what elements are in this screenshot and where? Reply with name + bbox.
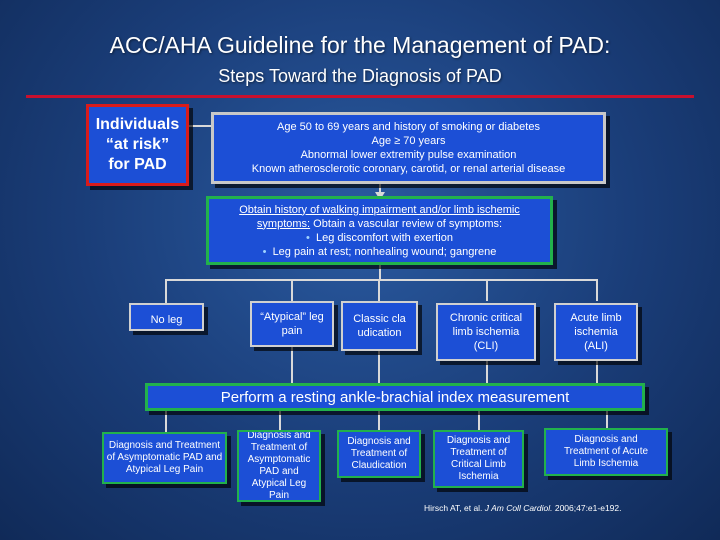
- outcome-label: Diagnosis and Treatment of Asymptomatic …: [106, 440, 223, 475]
- slide-title: ACC/AHA Guideline for the Management of …: [109, 32, 611, 58]
- connector-drop-4: [486, 279, 488, 301]
- history-review-text: Obtain a vascular review of symptoms:: [310, 217, 503, 230]
- at-risk-box: Individuals “at risk” for PAD: [86, 104, 189, 186]
- outcome-label: Diagnosis and Treatment of Asymptomatic …: [247, 430, 311, 501]
- history-line-2: symptoms: Obtain a vascular review of sy…: [257, 217, 502, 231]
- presentation-no-leg-pain: No leg pain: [129, 303, 204, 331]
- history-symptoms-label: symptoms:: [256, 217, 311, 230]
- connector-abi-to-outcome-5: [606, 410, 608, 428]
- presentation-label: Chronic critical limb ischemia (CLI): [449, 312, 523, 352]
- outcome-acute-limb-ischemia: Diagnosis and Treatment of Acute Limb Is…: [544, 428, 668, 476]
- connector-drop-5: [596, 279, 598, 301]
- presentation-label: Acute limb ischemia (ALI): [570, 312, 622, 352]
- connector-criteria-to-history: [379, 184, 381, 194]
- connector-to-abi-3: [486, 361, 488, 383]
- presentation-classic-claudication: Classic claudication: [341, 301, 418, 351]
- presentation-label: Classic claudication: [353, 313, 406, 339]
- presentation-label: No leg pain: [150, 314, 183, 329]
- title-divider: [26, 95, 694, 98]
- risk-criterion: Age 50 to 69 years and history of smokin…: [277, 121, 540, 133]
- connector-to-abi-4: [596, 361, 598, 383]
- citation-authors: Hirsch AT, et al.: [424, 503, 485, 513]
- bullet-icon: •: [262, 245, 273, 258]
- citation-details: 2006;47:e1-e192.: [552, 503, 622, 513]
- presentation-atypical-leg-pain: “Atypical” leg pain: [250, 301, 334, 347]
- slide-subtitle: Steps Toward the Diagnosis of PAD: [218, 66, 502, 86]
- presentation-acute-ali: Acute limb ischemia (ALI): [554, 303, 638, 361]
- history-line-1: Obtain history of walking impairment and…: [239, 203, 520, 216]
- bullet-icon: •: [306, 231, 316, 244]
- outcome-claudication: Diagnosis and Treatment of Claudication: [337, 430, 421, 478]
- at-risk-line-3: for PAD: [108, 156, 167, 173]
- risk-criterion: Known atherosclerotic coronary, carotid,…: [251, 163, 566, 175]
- connector-abi-to-outcome-2: [279, 410, 281, 430]
- outcome-label: Diagnosis and Treatment of Critical Limb…: [446, 435, 511, 482]
- history-bullet-text: Leg discomfort with exertion: [316, 231, 453, 244]
- connector-abi-to-outcome-1: [165, 410, 167, 432]
- connector-to-abi-1: [291, 347, 293, 383]
- risk-criteria-box: Age 50 to 69 years and history of smokin…: [211, 112, 606, 184]
- presentation-chronic-cli: Chronic critical limb ischemia (CLI): [436, 303, 536, 361]
- outcome-label: Diagnosis and Treatment of Claudication: [347, 436, 411, 471]
- outcome-critical-limb-ischemia: Diagnosis and Treatment of Critical Limb…: [433, 430, 524, 488]
- connector-to-abi-2: [378, 351, 380, 383]
- connector-risk-to-criteria: [189, 125, 211, 127]
- connector-abi-to-outcome-4: [478, 410, 480, 430]
- outcome-asymptomatic-atypical-2: Diagnosis and Treatment of Asymptomatic …: [237, 430, 321, 502]
- citation-journal: J Am Coll Cardiol.: [484, 503, 553, 513]
- presentation-label: “Atypical” leg pain: [260, 311, 324, 337]
- connector-history-branch: [379, 265, 381, 279]
- at-risk-line-1: Individuals: [95, 116, 180, 133]
- risk-criterion: Age ≥ 70 years: [371, 135, 446, 147]
- connector-drop-3: [378, 279, 380, 301]
- history-box: Obtain history of walking impairment and…: [206, 196, 553, 265]
- connector-abi-to-outcome-3: [378, 410, 380, 430]
- connector-drop-1: [165, 279, 167, 303]
- connector-drop-2: [291, 279, 293, 301]
- citation: Hirsch AT, et al. J Am Coll Cardiol. 200…: [424, 503, 684, 513]
- at-risk-line-2: “at risk”: [105, 136, 170, 153]
- connector-presentation-bar: [165, 279, 596, 281]
- history-bullet: • Leg pain at rest; nonhealing wound; ga…: [263, 245, 497, 259]
- abi-box: Perform a resting ankle-brachial index m…: [145, 383, 645, 411]
- outcome-label: Diagnosis and Treatment of Acute Limb Is…: [563, 434, 649, 469]
- risk-criterion: Abnormal lower extremity pulse examinati…: [300, 149, 517, 161]
- abi-label: Perform a resting ankle-brachial index m…: [220, 388, 570, 406]
- history-bullet: • Leg discomfort with exertion: [306, 231, 453, 245]
- history-bullet-text: Leg pain at rest; nonhealing wound; gang…: [272, 245, 497, 258]
- outcome-asymptomatic-atypical: Diagnosis and Treatment of Asymptomatic …: [102, 432, 227, 484]
